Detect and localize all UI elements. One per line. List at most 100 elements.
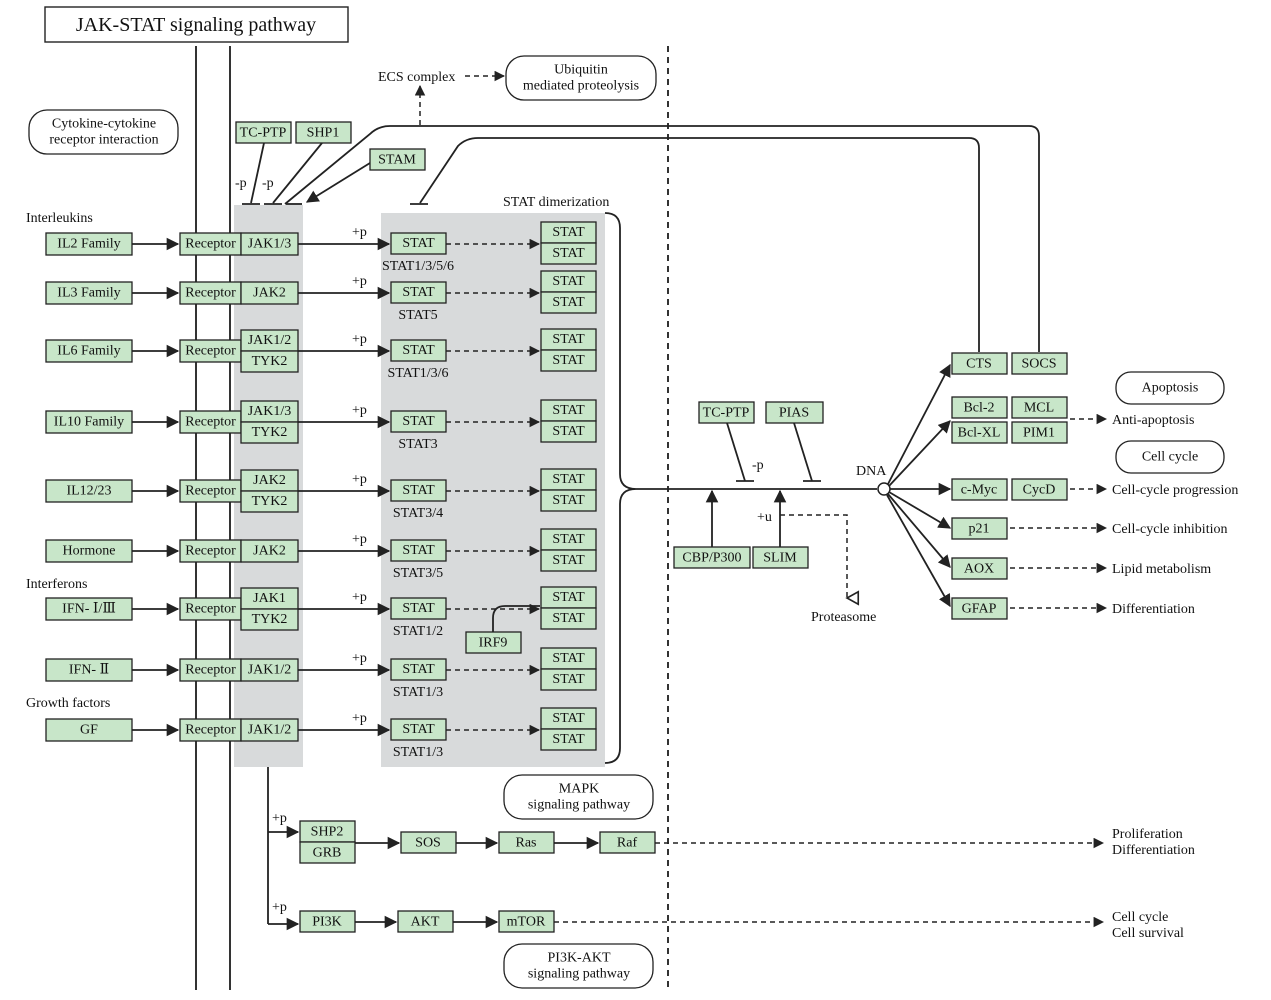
- ligand-ifn[interactable]: IFN- Ⅰ/Ⅲ: [45, 597, 133, 621]
- stat-dimer-il10-family-a[interactable]: STAT: [540, 399, 597, 422]
- node-mtor[interactable]: mTOR: [498, 910, 555, 933]
- receptor-il3-family[interactable]: Receptor: [179, 281, 242, 305]
- ligand-hormone[interactable]: Hormone: [45, 539, 133, 563]
- ref-ubiquitin-mediated-proteolysis[interactable]: Ubiquitin mediated proteolysis: [505, 55, 657, 101]
- node-shp1[interactable]: SHP1: [295, 121, 352, 144]
- jak-il12-23-a[interactable]: JAK2: [240, 469, 299, 492]
- jak-il2-family[interactable]: JAK1/3: [240, 232, 299, 256]
- node-cbp-p300[interactable]: CBP/P300: [673, 546, 751, 569]
- ligand-il6-family[interactable]: IL6 Family: [45, 339, 133, 363]
- node-bcl2[interactable]: Bcl-2: [951, 396, 1008, 419]
- jak-il10-family-a[interactable]: JAK1/3: [240, 400, 299, 423]
- ref-cytokine-receptor-interaction[interactable]: Cytokine-cytokine receptor interaction: [28, 109, 179, 155]
- jak-il6-family-b[interactable]: TYK2: [240, 350, 299, 373]
- jak-ifn-b[interactable]: TYK2: [240, 608, 299, 631]
- svg-text:Hormone: Hormone: [63, 544, 116, 559]
- jak-gf[interactable]: JAK1/2: [240, 718, 299, 742]
- node-pias[interactable]: PIAS: [765, 401, 824, 424]
- stat-dimer-ifn-a[interactable]: STAT: [540, 586, 597, 609]
- svg-text:STAT: STAT: [552, 493, 585, 508]
- node-slim[interactable]: SLIM: [752, 546, 809, 569]
- ref-mapk-signaling-pathway[interactable]: MAPK signaling pathway: [503, 774, 654, 820]
- stat-dimer-gf-b[interactable]: STAT: [540, 728, 597, 751]
- node-aox[interactable]: AOX: [951, 557, 1008, 580]
- receptor-gf[interactable]: Receptor: [179, 718, 242, 742]
- stat-hormone[interactable]: STAT: [390, 539, 447, 562]
- ligand-il12-23[interactable]: IL12/23: [45, 479, 133, 503]
- ligand-il10-family[interactable]: IL10 Family: [45, 410, 133, 434]
- stat-il3-family[interactable]: STAT: [390, 281, 447, 304]
- stat-dimer-il3-family-a[interactable]: STAT: [540, 270, 597, 293]
- node-p21[interactable]: p21: [951, 517, 1008, 540]
- ref-apoptosis[interactable]: Apoptosis: [1115, 371, 1225, 405]
- jak-il10-family-b[interactable]: TYK2: [240, 421, 299, 444]
- node-pim1[interactable]: PIM1: [1011, 421, 1068, 444]
- stat-ifn[interactable]: STAT: [390, 597, 447, 620]
- stat-dimer-hormone-b[interactable]: STAT: [540, 549, 597, 572]
- stat-il12-23[interactable]: STAT: [390, 479, 447, 502]
- ref-cell-cycle[interactable]: Cell cycle: [1115, 440, 1225, 474]
- jak-il12-23-b[interactable]: TYK2: [240, 490, 299, 513]
- node-grb[interactable]: GRB: [299, 841, 356, 864]
- ligand-gf[interactable]: GF: [45, 718, 133, 742]
- node-socs[interactable]: SOCS: [1011, 352, 1068, 375]
- svg-text:STAT: STAT: [552, 295, 585, 310]
- node-akt[interactable]: AKT: [397, 910, 454, 933]
- receptor-hormone[interactable]: Receptor: [179, 539, 242, 563]
- receptor-ifn[interactable]: Receptor: [179, 658, 242, 682]
- receptor-il6-family[interactable]: Receptor: [179, 339, 242, 363]
- node-tc-ptp-nuclear[interactable]: TC-PTP: [698, 401, 755, 424]
- receptor-il10-family[interactable]: Receptor: [179, 410, 242, 434]
- node-ras[interactable]: Ras: [498, 831, 555, 854]
- receptor-ifn[interactable]: Receptor: [179, 597, 242, 621]
- jak-il3-family[interactable]: JAK2: [240, 281, 299, 305]
- node-tc-ptp-top[interactable]: TC-PTP: [235, 121, 292, 144]
- jak-ifn-a[interactable]: JAK1: [240, 587, 299, 610]
- stat-gf[interactable]: STAT: [390, 718, 447, 741]
- ligand-il2-family[interactable]: IL2 Family: [45, 232, 133, 256]
- node-stam[interactable]: STAM: [369, 148, 426, 171]
- stat-il2-family[interactable]: STAT: [390, 232, 447, 255]
- svg-text:STAT: STAT: [402, 414, 435, 429]
- stat-il10-family[interactable]: STAT: [390, 410, 447, 433]
- stat-dimer-ifn-b[interactable]: STAT: [540, 668, 597, 691]
- receptor-il2-family[interactable]: Receptor: [179, 232, 242, 256]
- svg-text:STAT: STAT: [402, 483, 435, 498]
- ligand-il3-family[interactable]: IL3 Family: [45, 281, 133, 305]
- stat-dimer-il2-family-a[interactable]: STAT: [540, 221, 597, 244]
- ligand-ifn[interactable]: IFN- Ⅱ: [45, 658, 133, 682]
- label-phospho: +p: [352, 651, 367, 666]
- svg-text:SOCS: SOCS: [1021, 357, 1056, 372]
- node-pi3k[interactable]: PI3K: [299, 910, 356, 933]
- node-raf[interactable]: Raf: [599, 831, 656, 854]
- stat-dimer-il12-23-a[interactable]: STAT: [540, 468, 597, 491]
- stat-dimer-ifn-b[interactable]: STAT: [540, 607, 597, 630]
- ref-pi3k-akt-signaling-pathway[interactable]: PI3K-AKT signaling pathway: [503, 943, 654, 989]
- stat-dimer-il12-23-b[interactable]: STAT: [540, 489, 597, 512]
- node-shp2[interactable]: SHP2: [299, 820, 356, 843]
- node-sos[interactable]: SOS: [400, 831, 457, 854]
- stat-dimer-gf-a[interactable]: STAT: [540, 707, 597, 730]
- node-bcl-xl[interactable]: Bcl-XL: [951, 421, 1008, 444]
- stat-dimer-il2-family-b[interactable]: STAT: [540, 242, 597, 265]
- node-gfap[interactable]: GFAP: [951, 597, 1008, 620]
- node-mcl[interactable]: MCL: [1011, 396, 1068, 419]
- svg-text:STAT: STAT: [552, 611, 585, 626]
- stat-il6-family[interactable]: STAT: [390, 339, 447, 362]
- stat-dimer-ifn-a[interactable]: STAT: [540, 647, 597, 670]
- stat-dimer-il3-family-b[interactable]: STAT: [540, 291, 597, 314]
- node-c-myc[interactable]: c-Myc: [951, 478, 1008, 501]
- jak-ifn[interactable]: JAK1/2: [240, 658, 299, 682]
- jak-il6-family-a[interactable]: JAK1/2: [240, 329, 299, 352]
- jak-hormone[interactable]: JAK2: [240, 539, 299, 563]
- svg-text:Receptor: Receptor: [185, 723, 236, 738]
- stat-dimer-il6-family-a[interactable]: STAT: [540, 328, 597, 351]
- stat-dimer-il6-family-b[interactable]: STAT: [540, 349, 597, 372]
- stat-dimer-hormone-a[interactable]: STAT: [540, 528, 597, 551]
- receptor-il12-23[interactable]: Receptor: [179, 479, 242, 503]
- stat-dimer-il10-family-b[interactable]: STAT: [540, 420, 597, 443]
- node-irf9[interactable]: IRF9: [465, 631, 522, 654]
- node-cycd[interactable]: CycD: [1011, 478, 1068, 501]
- stat-ifn[interactable]: STAT: [390, 658, 447, 681]
- node-cts[interactable]: CTS: [951, 352, 1008, 375]
